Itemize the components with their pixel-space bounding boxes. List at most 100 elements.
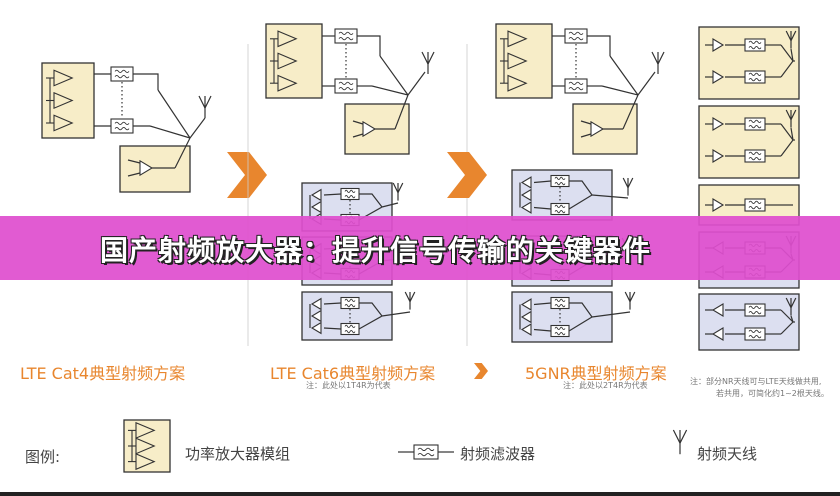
nr-antenna-icon-1: [651, 51, 665, 74]
switch-arm: [174, 137, 191, 169]
amplifier-icon: [53, 114, 74, 132]
filter-body: [744, 149, 766, 163]
cat6-filter-top: [334, 28, 358, 44]
filter-wave: [417, 447, 435, 452]
right-cream-1-module: [698, 26, 800, 100]
rx-amp-icon: [520, 201, 532, 214]
switch-arm: [622, 94, 639, 130]
nr-lav-1-filter-top: [550, 174, 570, 188]
note-cat6: 注：此处以1T4R为代表: [306, 381, 391, 390]
wire: [352, 133, 364, 138]
filter-wave: [568, 86, 584, 91]
filter-wave: [568, 81, 584, 86]
switch-arm: [780, 139, 794, 157]
wire: [133, 73, 159, 90]
filter-body: [340, 296, 360, 310]
filter-wave: [748, 72, 762, 77]
cat6-lav-3-filter-bottom: [340, 322, 360, 336]
rx-amp-icon: [520, 176, 532, 189]
amplifier-icon: [507, 74, 528, 92]
filter-wave: [748, 124, 762, 129]
cat4-antenna-icon: [198, 95, 212, 118]
filter-body: [564, 28, 588, 44]
rx-amp-icon: [310, 188, 322, 202]
filter-wave: [748, 310, 762, 315]
antenna-feed: [637, 71, 656, 96]
cat4-filter-top: [110, 66, 134, 82]
filter-wave: [417, 452, 435, 457]
arrow-chevron-1: [227, 152, 267, 198]
nr-pa-module: [495, 23, 553, 99]
filter-body: [744, 327, 766, 341]
rx-amp-icon: [520, 310, 532, 324]
right-lav-2-module: [698, 293, 800, 351]
switch-arm: [394, 94, 409, 130]
right-cream-2-module: [698, 105, 800, 179]
right-cream-2-filter-2: [744, 149, 766, 163]
amplifier-icon: [712, 149, 725, 163]
antenna-feed: [790, 127, 794, 141]
wire: [357, 35, 381, 56]
wire: [359, 193, 383, 208]
filter-wave: [748, 205, 762, 210]
switch-arm: [149, 125, 191, 139]
amplifier-icon: [507, 52, 528, 70]
legend-filter-icon: [413, 444, 439, 460]
wire: [580, 120, 592, 125]
filter-wave: [338, 86, 354, 91]
legend-amp-label: 功率放大器模组: [185, 445, 291, 463]
wire: [127, 159, 141, 164]
switch-arm: [609, 55, 639, 96]
nr-lav-1-filter-bottom: [550, 202, 570, 216]
filter-body: [744, 198, 766, 212]
wire: [352, 120, 364, 125]
filter-wave: [554, 326, 566, 331]
filter-body: [744, 70, 766, 84]
filter-body: [564, 78, 588, 94]
antenna-feed: [591, 311, 631, 318]
filter-wave: [554, 303, 566, 308]
antenna-feed: [790, 48, 794, 62]
amplifier-icon: [712, 38, 725, 52]
amplifier-icon: [507, 30, 528, 48]
legend-antenna-label: 射频天线: [697, 445, 758, 463]
wire: [580, 133, 592, 138]
wire: [533, 206, 552, 210]
legend-antenna-icon: [672, 429, 688, 455]
cat6-pa-module: [265, 23, 323, 99]
antenna-feed: [407, 71, 426, 96]
wire: [323, 193, 342, 196]
legend-pa-module: [123, 419, 171, 473]
right-cream-1-filter-1: [744, 38, 766, 52]
filter-wave: [568, 36, 584, 41]
filter-body: [550, 296, 570, 310]
note-5gnr: 注：此处以2T4R为代表: [563, 381, 648, 390]
nr-filter-top: [564, 28, 588, 44]
nr-lav-3-filter-bottom: [550, 324, 570, 338]
rx-amp-icon: [310, 321, 322, 335]
filter-wave: [748, 305, 762, 310]
amplifier-icon: [712, 70, 725, 84]
wire: [569, 302, 593, 318]
wire: [568, 194, 593, 210]
wire: [323, 302, 342, 305]
bottom-rule: [0, 492, 840, 496]
switch-arm: [379, 55, 409, 96]
right-cream-1-filter-2: [744, 70, 766, 84]
filter-wave: [554, 298, 566, 303]
filter-body: [744, 303, 766, 317]
rx-amp-icon: [520, 188, 532, 202]
amplifier-icon: [277, 74, 298, 92]
side-note-line-2: 若共用，可简化约1~2根天线。: [716, 389, 829, 398]
antenna-feed: [381, 311, 411, 317]
filter-wave: [114, 74, 130, 79]
wire: [359, 302, 383, 317]
cat6-lav-1-filter-top: [340, 187, 360, 201]
filter-wave: [338, 31, 354, 36]
filter-wave: [748, 40, 762, 45]
wire: [323, 327, 342, 330]
antenna-feed: [790, 315, 794, 323]
title-banner: [0, 216, 840, 280]
right-lav-2-antenna-icon: [785, 297, 797, 316]
